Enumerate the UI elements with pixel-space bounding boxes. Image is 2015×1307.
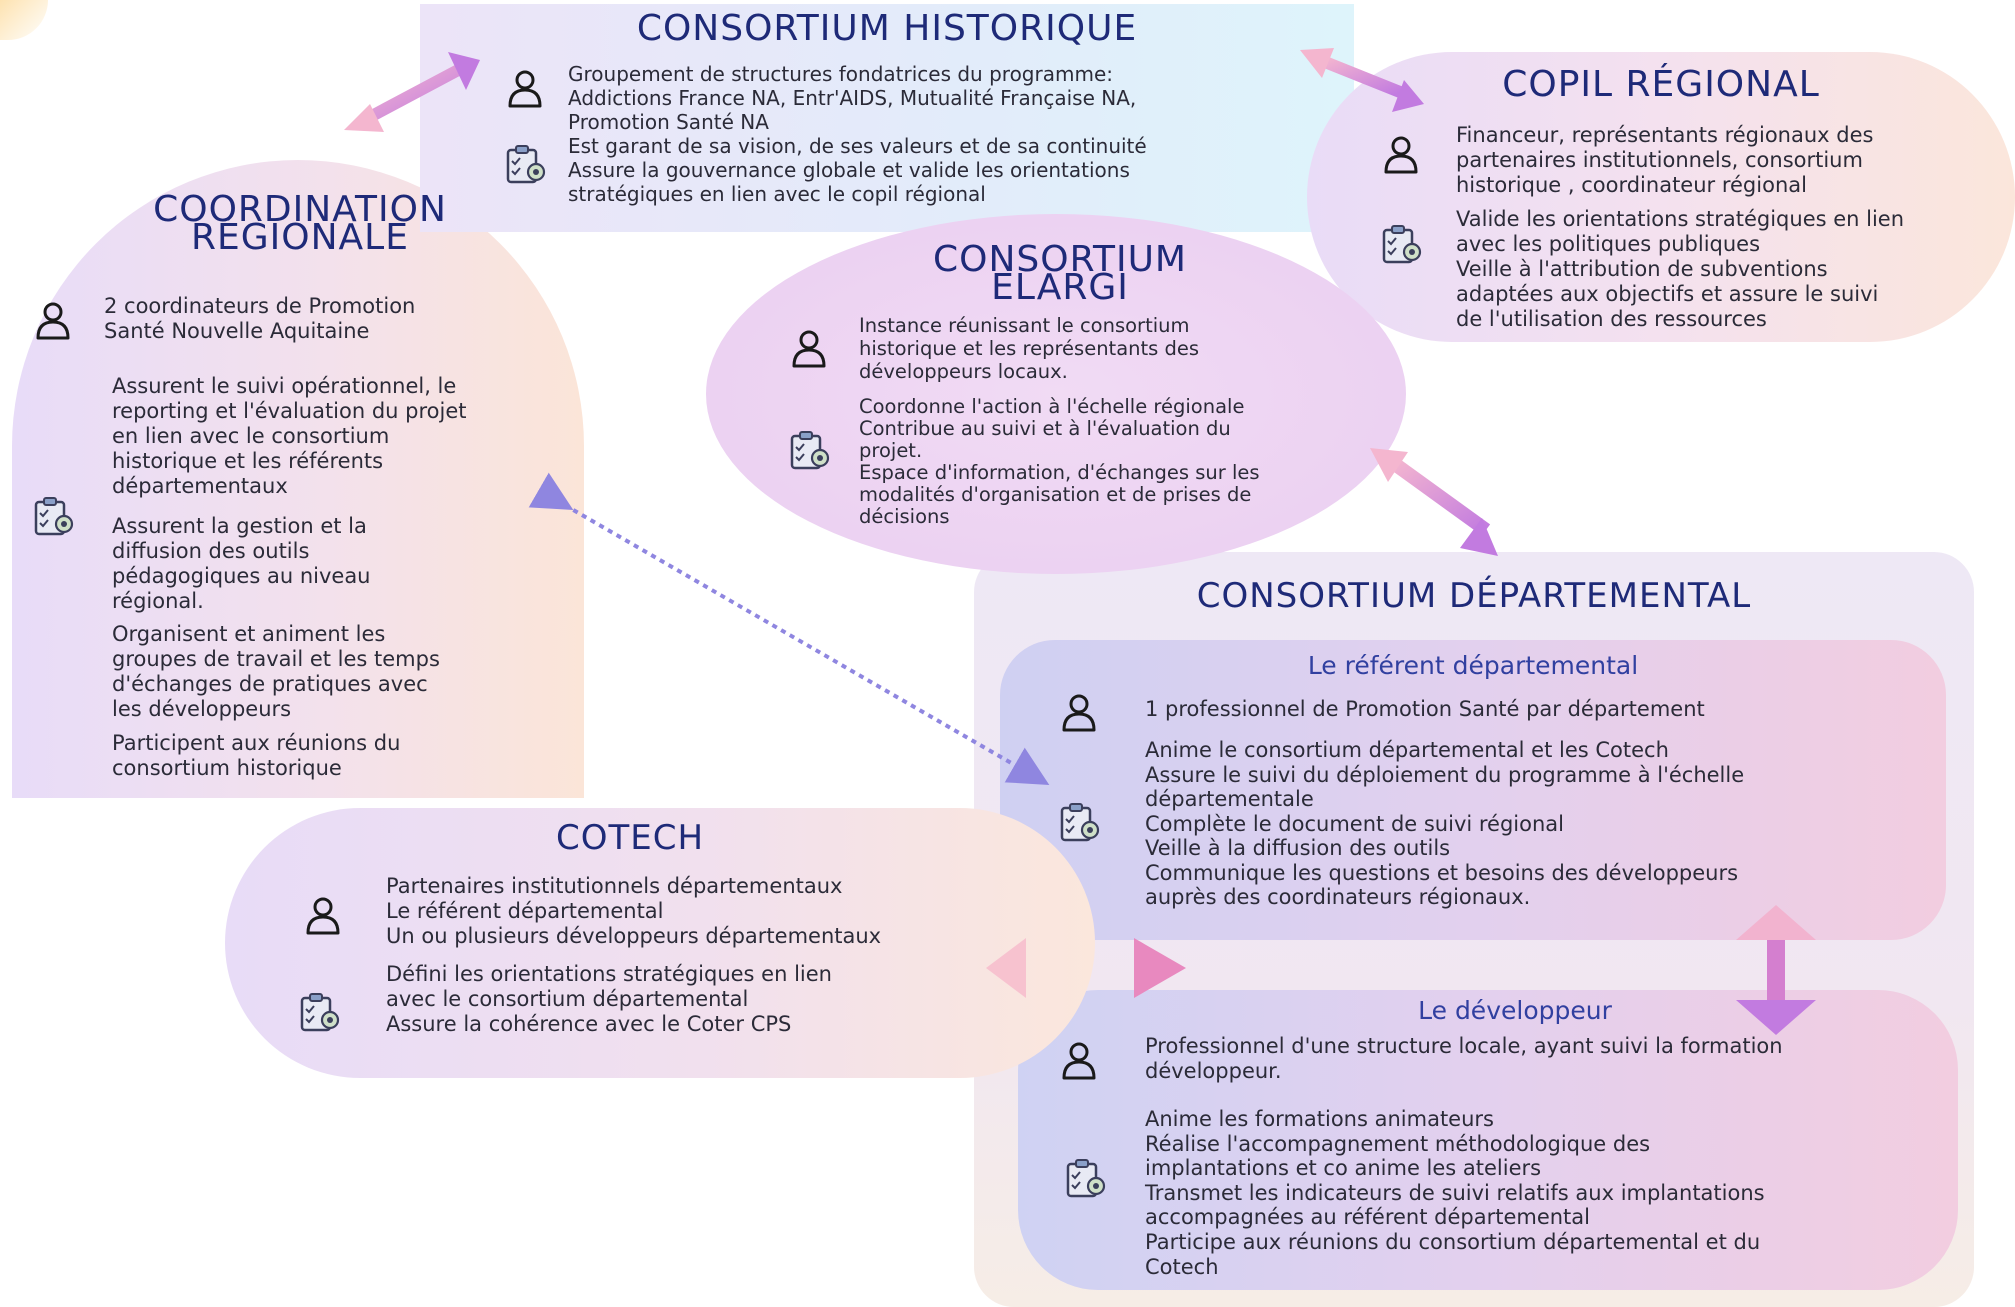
checklist-icon bbox=[296, 990, 342, 1036]
copil-role: Valide les orientations stratégiques en … bbox=[1456, 207, 1905, 331]
checklist-icon bbox=[1378, 222, 1424, 268]
arrow-hist-copil bbox=[1300, 48, 1424, 112]
departemental-title: CONSORTIUM DÉPARTEMENTAL bbox=[1196, 576, 1752, 616]
person-icon bbox=[1056, 690, 1102, 736]
coordination-title-line2: RÉGIONALE bbox=[191, 217, 409, 258]
cotech-panel bbox=[225, 808, 1095, 1078]
copil-who: Financeur, représentants régionaux des p… bbox=[1456, 123, 1874, 197]
cotech-role: Défini les orientations stratégiques en … bbox=[386, 962, 832, 1036]
historique-role: Est garant de sa vision, de ses valeurs … bbox=[568, 134, 1147, 206]
historique-title: CONSORTIUM HISTORIQUE bbox=[636, 8, 1138, 49]
coordination-title-line1: COORDINATION bbox=[153, 189, 447, 230]
elargi-role: Coordonne l'action à l'échelle régionale… bbox=[859, 395, 1260, 528]
person-icon bbox=[786, 326, 832, 372]
developpeur-title: Le développeur bbox=[1418, 996, 1612, 1025]
referent-title: Le référent départemental bbox=[1307, 651, 1639, 680]
arrow-coord-referent-dotted bbox=[528, 472, 1050, 786]
person-icon bbox=[1056, 1038, 1102, 1084]
arrow-referent-dev bbox=[1736, 905, 1816, 1035]
coordination-role-2: Assurent la gestion et la diffusion des … bbox=[112, 514, 371, 613]
arrow-elargi-dept bbox=[1370, 448, 1498, 556]
developpeur-panel bbox=[1018, 990, 1958, 1290]
elargi-who: Instance réunissant le consortium histor… bbox=[859, 314, 1200, 383]
arrow-coord-hist bbox=[344, 52, 480, 132]
checklist-icon bbox=[502, 142, 548, 188]
arrow-cotech-dept bbox=[986, 938, 1186, 998]
cotech-who: Partenaires institutionnels départementa… bbox=[386, 874, 882, 948]
referent-role: Anime le consortium départemental et les… bbox=[1145, 738, 1745, 909]
person-icon bbox=[502, 66, 548, 112]
elargi-title-line2: ELARGI bbox=[991, 267, 1129, 308]
consortium-historique-panel bbox=[420, 4, 1354, 232]
copil-regional-panel bbox=[1307, 52, 2015, 342]
referent-panel bbox=[1000, 640, 1946, 940]
cotech-title: COTECH bbox=[555, 818, 705, 858]
coordination-role-1: Assurent le suivi opérationnel, le repor… bbox=[112, 374, 467, 498]
coordination-role-4: Participent aux réunions du consortium h… bbox=[112, 731, 401, 780]
person-icon bbox=[30, 298, 76, 344]
copil-title: COPIL RÉGIONAL bbox=[1502, 64, 1820, 105]
checklist-icon bbox=[1062, 1156, 1108, 1202]
historique-who: Groupement de structures fondatrices du … bbox=[568, 62, 1137, 134]
coordination-regionale-panel bbox=[12, 160, 584, 798]
referent-who: 1 professionnel de Promotion Santé par d… bbox=[1145, 697, 1705, 721]
developpeur-who: Professionnel d'une structure locale, ay… bbox=[1145, 1034, 1783, 1083]
checklist-icon bbox=[30, 494, 76, 540]
elargi-title-line1: CONSORTIUM bbox=[932, 239, 1187, 280]
coordination-role-3: Organisent et animent les groupes de tra… bbox=[112, 622, 440, 721]
developpeur-role: Anime les formations animateurs Réalise … bbox=[1145, 1107, 1765, 1279]
checklist-icon bbox=[1056, 800, 1102, 846]
coordination-who: 2 coordinateurs de Promotion Santé Nouve… bbox=[104, 294, 416, 343]
person-icon bbox=[1378, 132, 1424, 178]
checklist-icon bbox=[786, 428, 832, 474]
person-icon bbox=[300, 893, 346, 939]
